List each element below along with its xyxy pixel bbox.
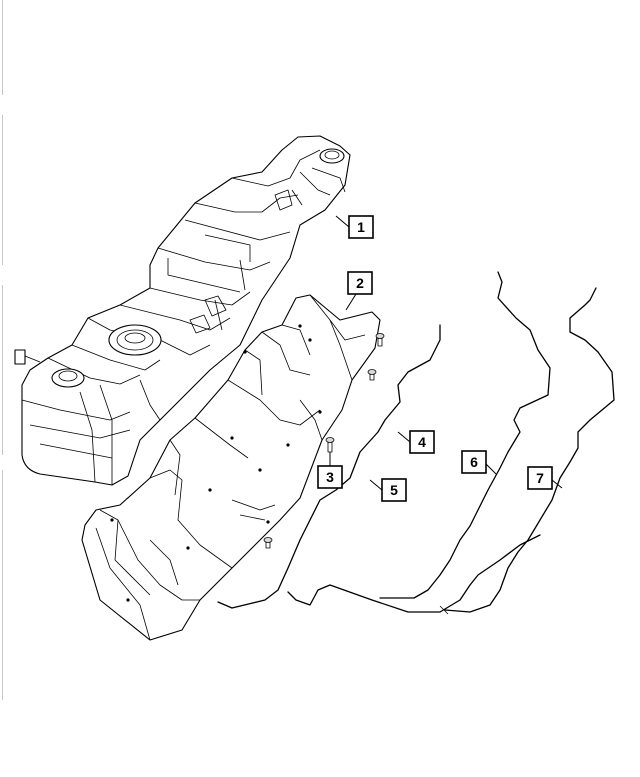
bolt-3 [375,333,385,347]
line-5[interactable] [287,534,541,613]
scan-edge-line-4 [2,470,3,700]
scan-edge-line-1 [2,0,3,95]
callout-3: 3 [317,452,343,489]
callout-5-label: 5 [390,482,398,498]
callout-6-label: 6 [470,454,478,470]
bolt-4 [263,537,273,549]
tank-bracket[interactable] [81,294,381,641]
bolt-group[interactable] [263,333,385,549]
callout-1-label: 1 [357,219,365,235]
bolt-1 [325,437,335,453]
scan-edge-line-3 [2,285,3,455]
line-7[interactable] [439,287,615,615]
callout-4: 4 [397,430,435,454]
line-4[interactable] [217,324,441,609]
callout-2-label: 2 [356,275,364,291]
line-6[interactable] [379,271,551,599]
scan-edge-line-2 [2,115,3,265]
callout-1: 1 [335,215,374,239]
callout-3-label: 3 [326,469,334,485]
bolt-2 [367,369,377,381]
callout-5: 5 [369,478,407,502]
callout-6: 6 [461,450,497,475]
callout-7: 7 [527,466,563,490]
callout-4-label: 4 [418,434,426,450]
callout-2: 2 [345,271,373,311]
callout-7-label: 7 [536,470,544,486]
fuel-tank[interactable] [14,135,351,486]
